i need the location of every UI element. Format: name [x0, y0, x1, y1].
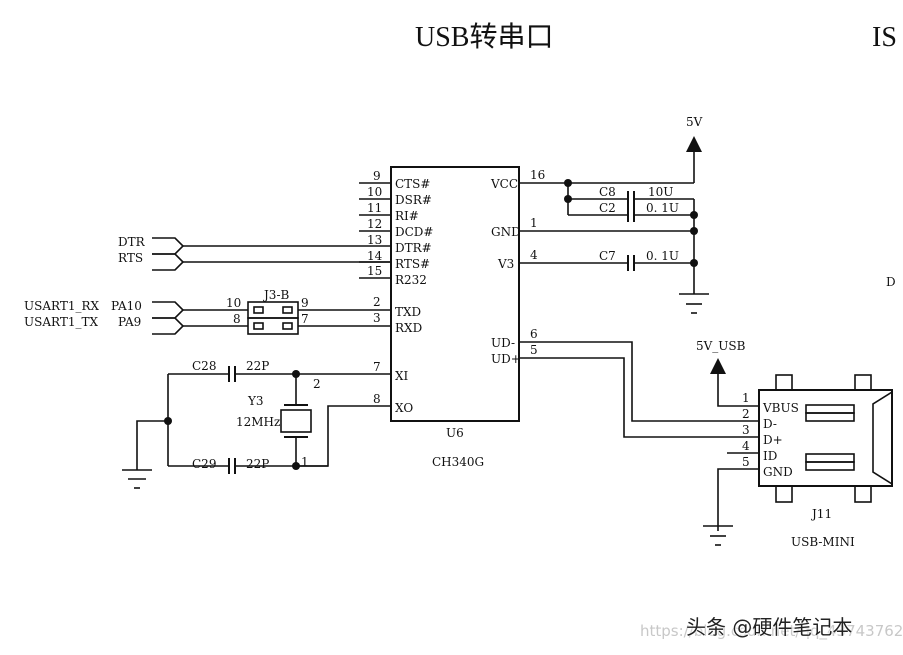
- usb-part: USB-MINI: [791, 535, 855, 549]
- usb-pin-num-1: 1: [742, 391, 750, 405]
- wire-ud-plus: [519, 357, 759, 438]
- power-5v-label: 5V: [686, 115, 703, 129]
- pin-name-r232: R232: [395, 273, 427, 287]
- wire-ud-minus: [519, 341, 759, 422]
- pin-name-udp: UD+: [491, 352, 521, 366]
- pin-num-11: 11: [367, 201, 382, 215]
- usb-body: [758, 389, 893, 487]
- ic-body: [390, 166, 520, 422]
- watermark-brand: 头条 @硬件笔记本: [686, 615, 853, 639]
- pin-num-10: 10: [367, 185, 382, 199]
- c8-ref: C8: [599, 185, 616, 199]
- pin-num-14: 14: [367, 249, 383, 263]
- c8-value: 10U: [648, 185, 673, 199]
- c7-ref: C7: [599, 249, 616, 263]
- pin-num-5: 5: [530, 343, 538, 357]
- pin-name-dtr: DTR#: [395, 241, 432, 255]
- c28-value: 22P: [246, 359, 269, 373]
- ic-ref: U6: [446, 426, 464, 440]
- usb-ref: J11: [810, 507, 832, 521]
- port-rts: RTS: [118, 251, 391, 271]
- pin-num-9: 9: [373, 169, 381, 183]
- crystal-pin-1: 1: [301, 455, 309, 469]
- usb-pin-name-dp: D+: [763, 433, 783, 447]
- pin-name-vcc: VCC: [490, 177, 518, 191]
- pin-num-2: 2: [373, 295, 381, 309]
- pin-num-8: 8: [373, 392, 381, 406]
- port-usart1-tx: USART1_TX PA9: [24, 315, 248, 335]
- c29-ref: C29: [192, 457, 216, 471]
- pin-name-v3: V3: [497, 257, 514, 271]
- crystal-body: [280, 409, 312, 433]
- pin-name-ri: RI#: [395, 209, 419, 223]
- pin-name-rxd: RXD: [395, 321, 422, 335]
- pin-num-7: 7: [373, 360, 381, 374]
- crystal-ref: Y3: [247, 394, 264, 408]
- usb-pin-num-4: 4: [742, 439, 750, 453]
- crystal-circuit: C28 22P C29 22P Y3 12MHz 2 1: [122, 359, 391, 489]
- partial-label-right: D: [886, 275, 896, 289]
- jumper-pin-8: 8: [233, 312, 241, 326]
- pin-num-3: 3: [373, 311, 381, 325]
- pin-name-gnd: GND: [491, 225, 521, 239]
- usb-pin-num-3: 3: [742, 423, 750, 437]
- pin-num-4: 4: [530, 248, 538, 262]
- power-decoupling: 5V C8 10U C2 0. 1U C7 0. 1U: [519, 115, 709, 314]
- usart1-tx-label: USART1_TX: [24, 315, 98, 329]
- usb-pin-num-2: 2: [742, 407, 750, 421]
- c29-value: 22P: [246, 457, 269, 471]
- pin-name-rts: RTS#: [395, 257, 430, 271]
- crystal-pin-2: 2: [313, 377, 321, 391]
- c28-ref: C28: [192, 359, 216, 373]
- power-5v-usb-label: 5V_USB: [696, 339, 746, 353]
- pin-num-13: 13: [367, 233, 382, 247]
- crystal-value: 12MHz: [236, 415, 280, 429]
- jumper-j3b[interactable]: J3-B 10 9 8 7: [226, 288, 391, 335]
- pin-name-cts: CTS#: [395, 177, 430, 191]
- usb-mini-connector: 5V_USB 1 2 3 4 5 VBUS D- D+ ID GND J11 U…: [696, 339, 893, 549]
- partial-title-right: IS: [872, 22, 897, 53]
- pin-num-6: 6: [530, 327, 538, 341]
- jumper-pin-9: 9: [301, 296, 309, 310]
- pin-num-1: 1: [530, 216, 538, 230]
- pin-num-16: 16: [530, 168, 545, 182]
- port-rts-label: RTS: [118, 251, 143, 265]
- ic-ch340g: U6 CH340G 9 10 11 12 13 14 15 2 3 7 8 CT…: [359, 166, 545, 469]
- usb-pin-num-5: 5: [742, 455, 750, 469]
- usb-pin-name-dm: D-: [763, 417, 777, 431]
- pin-num-15: 15: [367, 264, 382, 278]
- jumper-pin-10: 10: [226, 296, 241, 310]
- port-dtr: DTR: [118, 235, 391, 255]
- usb-pin-name-gnd: GND: [763, 465, 793, 479]
- c2-ref: C2: [599, 201, 616, 215]
- usb-pin-name-vbus: VBUS: [762, 401, 799, 415]
- ic-part: CH340G: [432, 455, 484, 469]
- power-5v-usb-arrow-icon: [710, 358, 726, 374]
- pa9-label: PA9: [118, 315, 141, 329]
- jumper-pin-7: 7: [301, 312, 309, 326]
- usart1-rx-label: USART1_RX: [24, 299, 99, 313]
- c7-value: 0. 1U: [646, 249, 679, 263]
- pin-name-dsr: DSR#: [395, 193, 432, 207]
- port-dtr-label: DTR: [118, 235, 146, 249]
- watermark-url: https://blog.csdn.net/qq_43743762: [640, 622, 903, 640]
- pin-num-12: 12: [367, 217, 382, 231]
- pin-name-dcd: DCD#: [395, 225, 433, 239]
- pin-name-xo: XO: [395, 401, 413, 415]
- schematic-title: USB转串口: [415, 21, 553, 53]
- power-5v-arrow-icon: [686, 136, 702, 152]
- usb-pin-name-id: ID: [763, 449, 777, 463]
- pa10-label: PA10: [111, 299, 142, 313]
- pin-name-udm: UD-: [491, 336, 515, 350]
- pin-name-txd: TXD: [395, 305, 421, 319]
- c2-value: 0. 1U: [646, 201, 679, 215]
- pin-name-xi: XI: [395, 369, 409, 383]
- jumper-ref: J3-B: [262, 288, 290, 302]
